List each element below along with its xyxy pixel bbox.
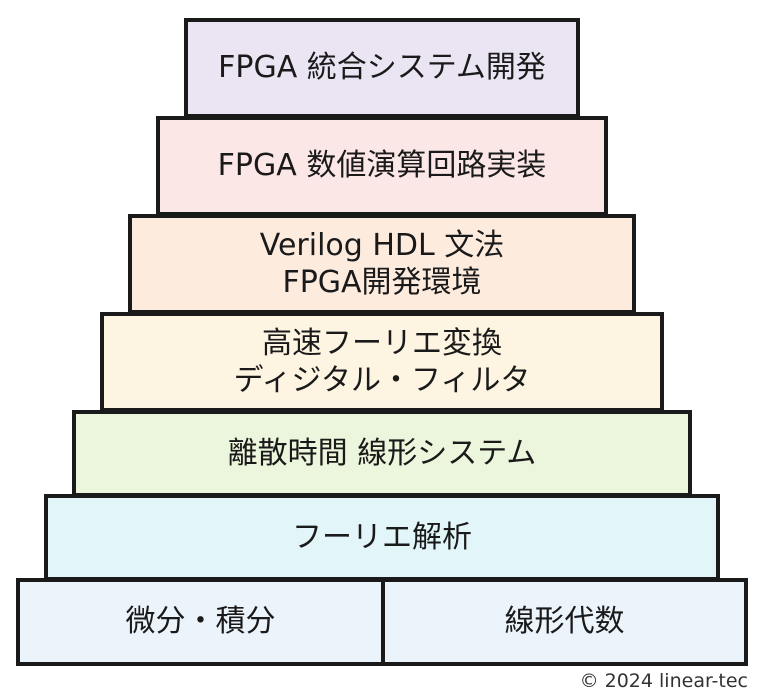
level-3-discrete-time-linear-systems: 離散時間 線形システム [72,410,692,497]
level-5-label-line-2: FPGA開発環境 [282,265,482,300]
level-3-label: 離散時間 線形システム [227,435,537,471]
level-6-fpga-arithmetic-circuits: FPGA 数値演算回路実装 [156,116,608,216]
level-5-verilog-hdl: Verilog HDL 文法 FPGA開発環境 [128,214,636,314]
level-2-fourier-analysis: フーリエ解析 [44,494,720,581]
level-1-calculus: 微分・積分 [16,578,385,666]
level-1-linear-algebra: 線形代数 [381,578,748,666]
level-4-fft-digital-filter: 高速フーリエ変換 ディジタル・フィルタ [100,312,664,412]
level-4-label-line-2: ディジタル・フィルタ [233,363,531,398]
level-4-label-line-1: 高速フーリエ変換 [262,325,502,361]
level-7-label: FPGA 統合システム開発 [218,50,546,86]
level-1-right-label: 線形代数 [504,604,625,640]
copyright-notice: © 2024 linear-tec [579,670,748,692]
level-1-left-label: 微分・積分 [125,604,276,640]
level-7-fpga-system-development: FPGA 統合システム開発 [184,18,580,118]
level-5-label-line-1: Verilog HDL 文法 [259,227,505,263]
level-6-label: FPGA 数値演算回路実装 [217,148,547,184]
level-2-label: フーリエ解析 [292,519,472,555]
